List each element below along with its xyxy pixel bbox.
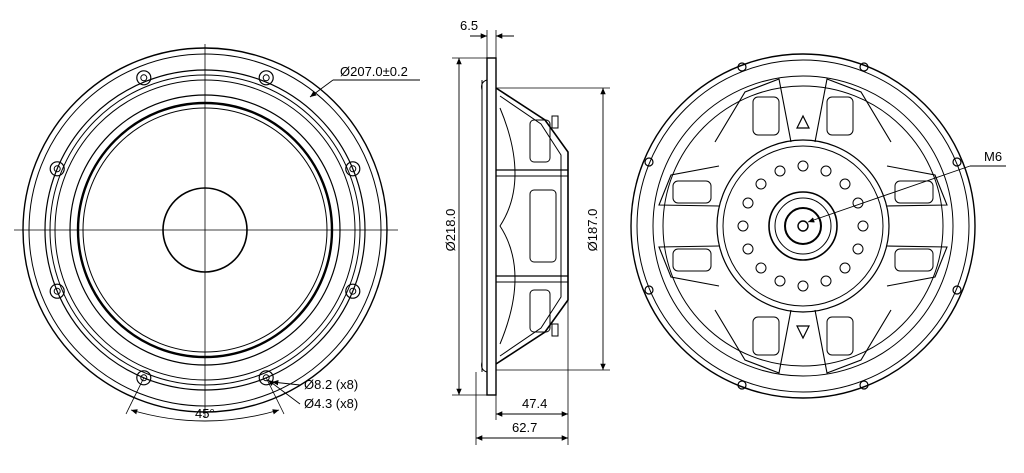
hole-inner-label: Ø4.3 (x8) bbox=[304, 396, 358, 411]
rear-outer-rim bbox=[630, 53, 976, 399]
hub-hole bbox=[774, 165, 786, 177]
hub-hole bbox=[737, 220, 749, 232]
rim-screw bbox=[859, 380, 869, 390]
hub-hole bbox=[797, 160, 809, 172]
rim-screw bbox=[644, 285, 654, 295]
rear-spokes bbox=[658, 78, 948, 374]
flange-thickness-label: 6.5 bbox=[460, 18, 478, 33]
front-view: Ø207.0±0.2 Ø8.2 (x8) Ø4.3 (x8) 45° bbox=[14, 44, 420, 422]
side-basket-window bbox=[529, 119, 551, 163]
outer-diameter-label: Ø218.0 bbox=[443, 209, 458, 252]
rear-terminal-bottom bbox=[796, 325, 810, 340]
hub-hole bbox=[839, 262, 851, 274]
rear-rim-inner bbox=[636, 59, 970, 393]
angle-label: 45° bbox=[195, 406, 215, 421]
front-diameter-leader bbox=[309, 79, 334, 98]
side-basket-outline bbox=[495, 87, 569, 365]
thread-leader bbox=[807, 165, 971, 223]
rear-spoke bbox=[658, 165, 720, 207]
basket-diameter-label: Ø187.0 bbox=[585, 209, 600, 252]
hole-inner-leader bbox=[267, 379, 301, 405]
rear-window bbox=[894, 180, 934, 204]
rear-window bbox=[826, 316, 854, 356]
angle-arc bbox=[130, 409, 280, 422]
side-basket-window bbox=[529, 189, 557, 263]
rear-hub-holes bbox=[737, 160, 869, 292]
rear-magnet bbox=[768, 191, 838, 261]
rear-basket-ring bbox=[652, 75, 954, 377]
rear-magnet-inner bbox=[774, 197, 832, 255]
rear-rim-screws bbox=[644, 62, 962, 390]
mount-hole bbox=[49, 161, 65, 177]
side-basket-cone bbox=[499, 107, 516, 345]
rim-screw bbox=[737, 380, 747, 390]
hub-hole bbox=[820, 165, 832, 177]
rear-window bbox=[826, 96, 854, 136]
mount-hole bbox=[345, 283, 361, 299]
hub-hole bbox=[852, 197, 864, 209]
rim-screw bbox=[952, 285, 962, 295]
thread-label: M6 bbox=[984, 149, 1002, 164]
hole-outer-leader bbox=[271, 379, 301, 386]
hub-hole bbox=[742, 243, 754, 255]
side-basket-window bbox=[529, 289, 551, 333]
hole-outer-label: Ø8.2 (x8) bbox=[304, 377, 358, 392]
side-flange bbox=[486, 57, 497, 396]
mount-hole bbox=[136, 370, 152, 386]
rear-spoke bbox=[886, 165, 948, 207]
mount-hole bbox=[258, 70, 274, 86]
side-view: 6.5 Ø218.0 Ø187.0 47.4 62.7 bbox=[443, 18, 610, 445]
depth-label: 47.4 bbox=[522, 396, 547, 411]
rim-screw bbox=[644, 157, 654, 167]
mount-hole bbox=[258, 370, 274, 386]
hub-hole bbox=[857, 220, 869, 232]
front-diameter-label: Ø207.0±0.2 bbox=[340, 64, 408, 79]
rear-spoke bbox=[814, 78, 892, 143]
rear-window bbox=[672, 248, 712, 272]
hub-hole bbox=[774, 275, 786, 287]
rim-screw bbox=[859, 62, 869, 72]
rear-hub-outer bbox=[716, 139, 890, 313]
hub-hole bbox=[742, 197, 754, 209]
side-terminal bbox=[551, 115, 559, 129]
angle-ext-right bbox=[265, 377, 285, 415]
hub-hole bbox=[820, 275, 832, 287]
hub-hole bbox=[797, 280, 809, 292]
rear-spoke bbox=[714, 309, 792, 374]
hub-hole bbox=[755, 262, 767, 274]
rear-spoke bbox=[658, 245, 720, 287]
angle-ext-left bbox=[125, 377, 145, 415]
hub-hole bbox=[839, 178, 851, 190]
front-mount-holes bbox=[49, 70, 361, 386]
rear-spoke bbox=[814, 309, 892, 374]
mount-hole bbox=[136, 70, 152, 86]
rear-window bbox=[672, 180, 712, 204]
rear-basket-ring-inner bbox=[662, 85, 944, 367]
rear-window bbox=[752, 96, 780, 136]
rear-thread-hole bbox=[797, 220, 809, 232]
mount-hole bbox=[345, 161, 361, 177]
rear-view: M6 bbox=[630, 53, 1006, 399]
rim-screw bbox=[952, 157, 962, 167]
side-terminal bbox=[551, 323, 559, 337]
rear-spoke bbox=[714, 78, 792, 143]
side-basket-inner bbox=[499, 95, 562, 357]
rear-windows bbox=[672, 96, 934, 356]
hub-hole bbox=[755, 178, 767, 190]
mount-hole bbox=[49, 283, 65, 299]
rear-pole-piece bbox=[784, 207, 822, 245]
hub-hole bbox=[852, 243, 864, 255]
rear-spoke bbox=[886, 245, 948, 287]
rim-screw bbox=[737, 62, 747, 72]
rear-window bbox=[894, 248, 934, 272]
rear-window bbox=[752, 316, 780, 356]
rear-terminal-top bbox=[796, 114, 810, 129]
rear-hub-inner bbox=[722, 145, 884, 307]
total-depth-label: 62.7 bbox=[512, 420, 537, 435]
